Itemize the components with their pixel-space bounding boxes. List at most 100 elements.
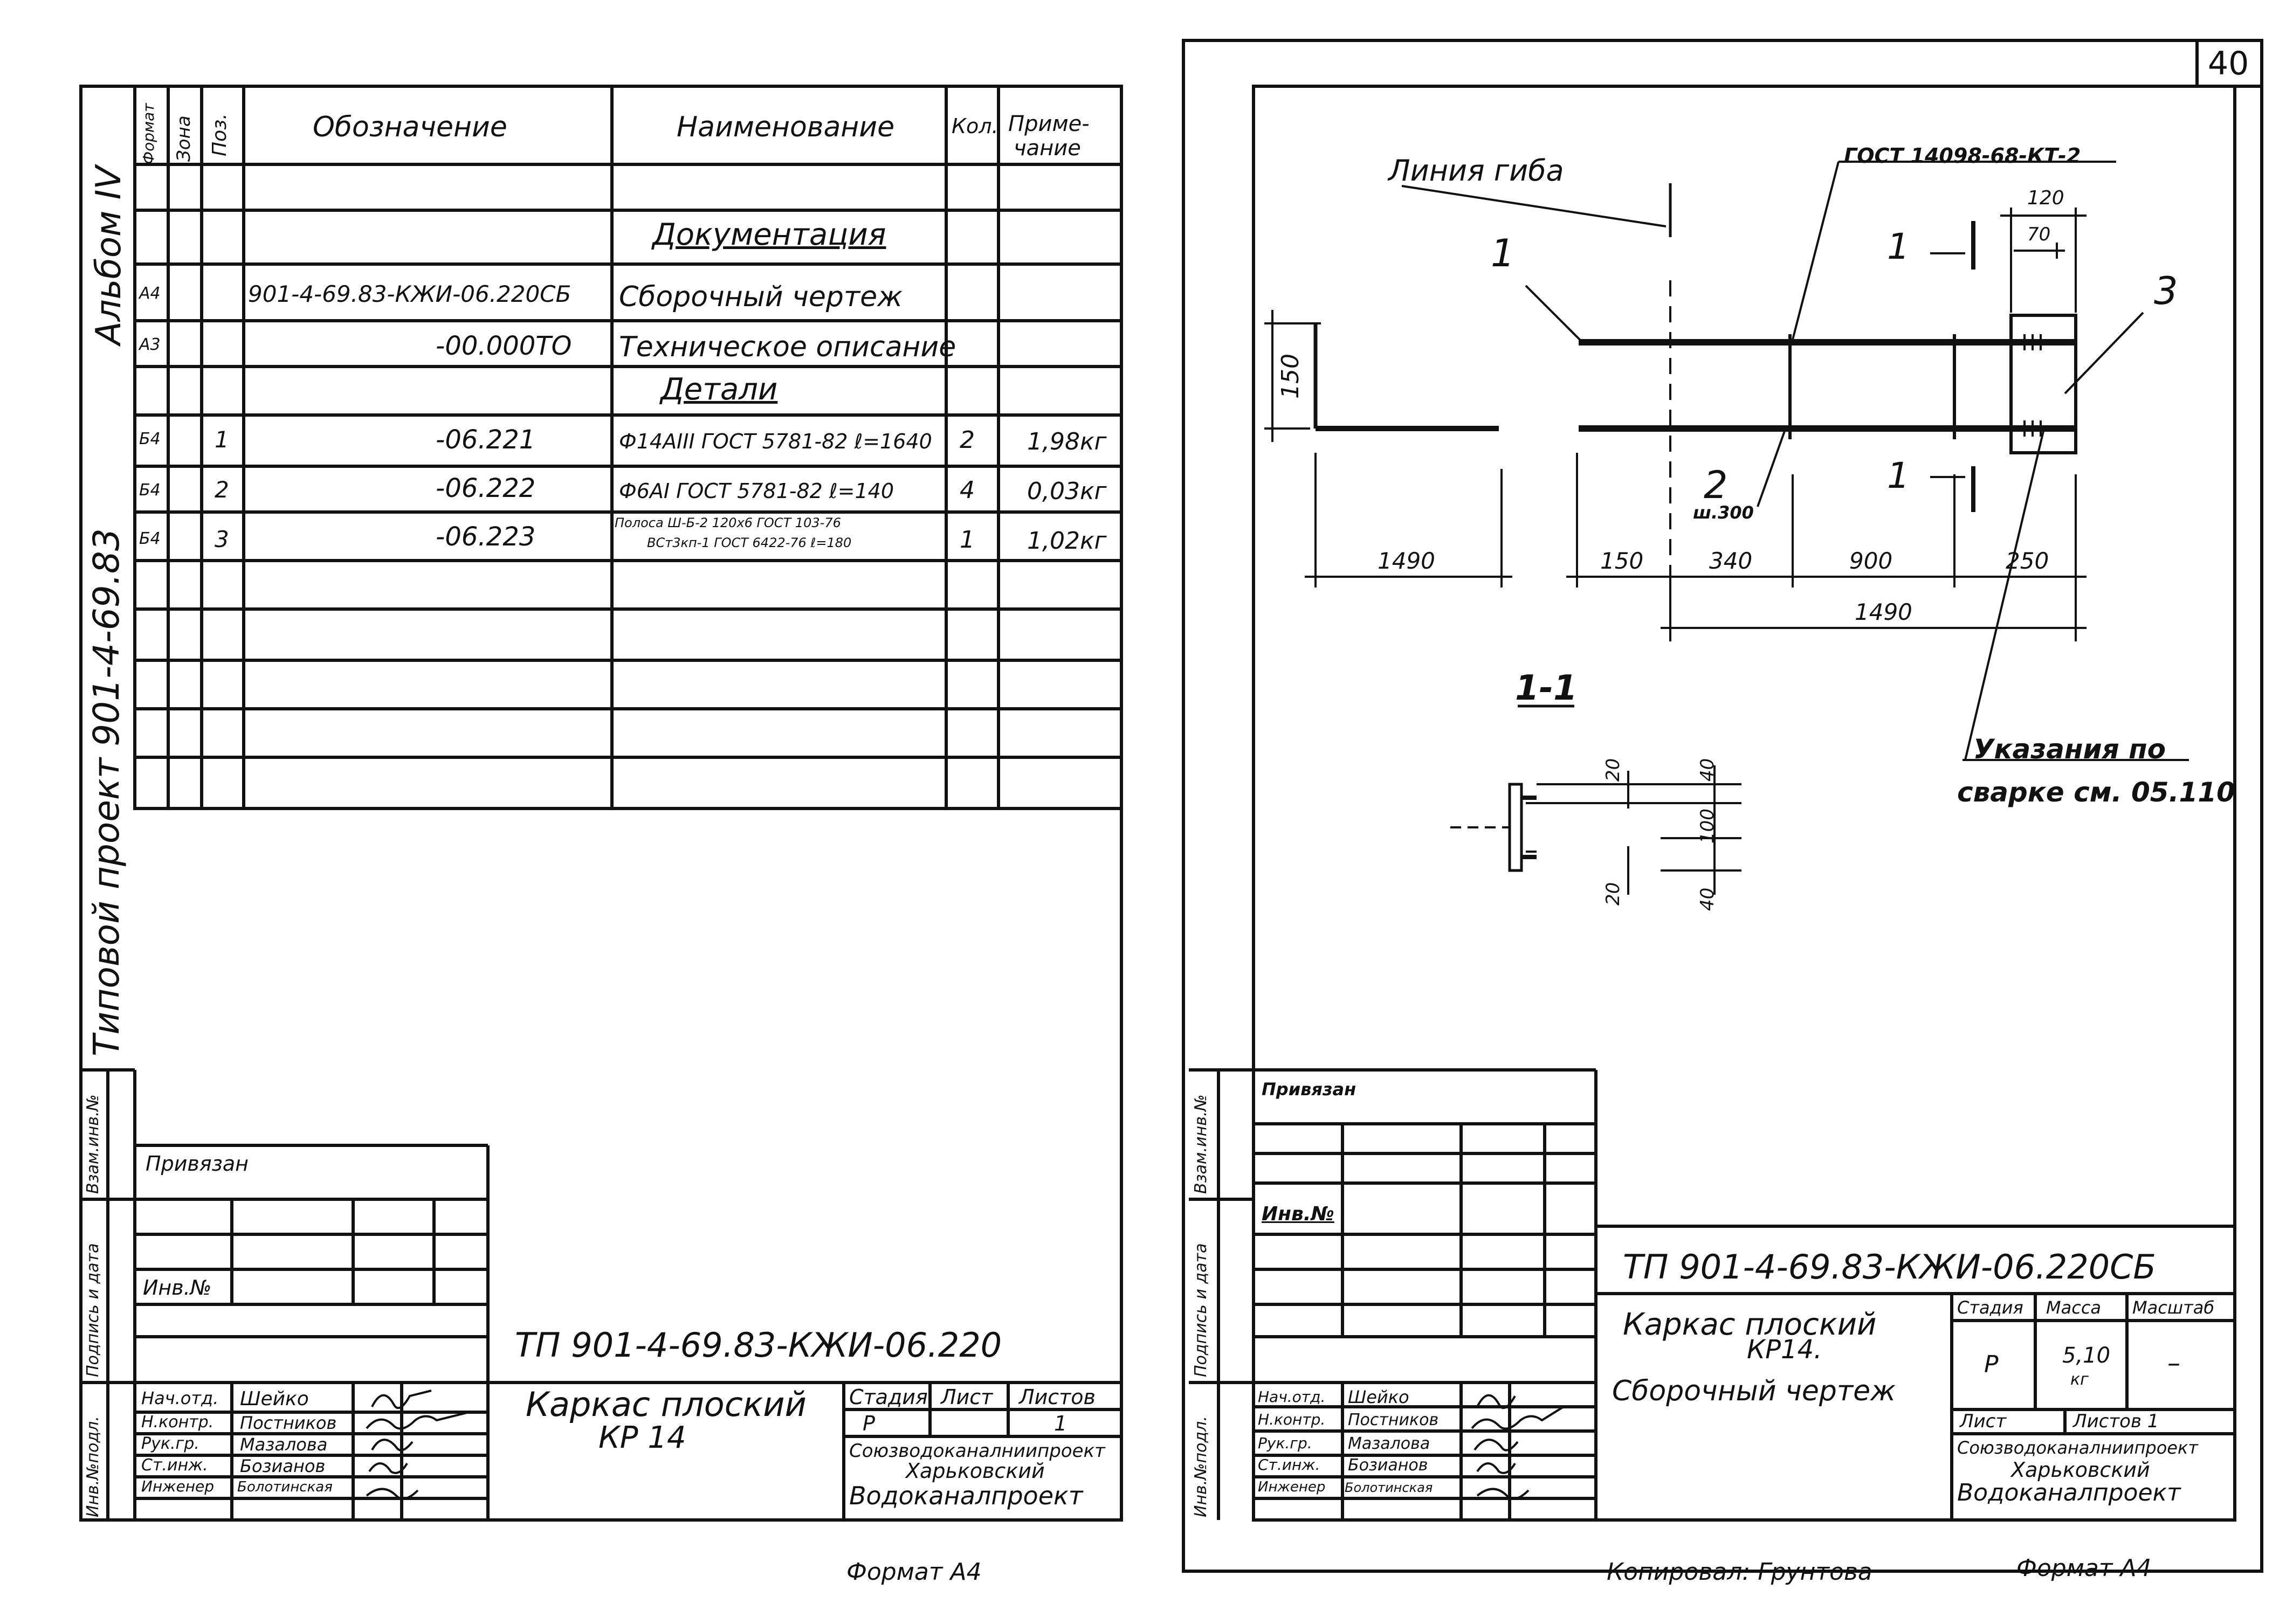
dim-1490-left: 1490 <box>1378 548 1435 574</box>
left-org-1: Союзводоканалниипроект <box>849 1440 1105 1462</box>
left-title-2: КР 14 <box>598 1420 686 1455</box>
welding-note-1: Указания по <box>1973 734 2166 765</box>
row-4-format: Б4 <box>139 481 161 500</box>
right-side-label-podpis: Подпись и дата <box>1192 1243 1210 1378</box>
left-person-1-role: Нач.отд. <box>141 1388 219 1408</box>
row-4-note: 0,03кг <box>1027 478 1107 505</box>
left-person-4-name: Бозианов <box>240 1456 326 1476</box>
sec-dim-40-top: 40 <box>1697 758 1718 782</box>
left-person-3-role: Рук.гр. <box>141 1434 199 1453</box>
section-documentation: Документация <box>652 217 886 252</box>
section-label: 1-1 <box>1515 668 1578 708</box>
row-5-name-top: Полоса Ш-Б-2 120х6 ГОСТ 103-76 <box>615 515 841 530</box>
left-person-5-name: Болотинская <box>237 1479 333 1495</box>
sec-dim-20-bottom: 20 <box>1602 882 1624 906</box>
spec-header-name: Наименование <box>677 111 895 143</box>
dim-150-vertical: 150 <box>1277 354 1304 399</box>
spec-header-note-1: Приме- <box>1008 112 1090 136</box>
dim-340: 340 <box>1709 548 1753 574</box>
row-3-name: Ф14АIII ГОСТ 5781-82 ℓ=1640 <box>619 430 932 453</box>
left-org-3: Водоканалпроект <box>849 1481 1083 1510</box>
dim-70: 70 <box>2027 224 2051 245</box>
left-inv-no: Инв.№ <box>143 1276 212 1300</box>
row-3-note: 1,98кг <box>1027 428 1107 455</box>
row-2-designation: -00.000ТО <box>436 331 572 361</box>
right-scale-value: – <box>2167 1348 2180 1378</box>
left-person-1-name: Шейко <box>240 1388 309 1410</box>
right-person-1-role: Нач.отд. <box>1258 1388 1326 1406</box>
right-sheets-header: Листов 1 <box>2073 1411 2159 1432</box>
right-side-label-vzam: Взам.инв.№ <box>1192 1094 1210 1194</box>
section-mark-top: 1 <box>1887 226 1910 267</box>
row-3-designation: -06.221 <box>436 425 536 455</box>
right-mass-value: 5,10 <box>2062 1343 2111 1368</box>
row-4-qty: 4 <box>960 476 975 504</box>
right-person-5-role: Инженер <box>1258 1479 1326 1495</box>
row-5-qty: 1 <box>960 526 975 554</box>
dim-250: 250 <box>2006 548 2049 574</box>
row-4-pos: 2 <box>215 476 229 503</box>
row-5-designation: -06.223 <box>436 522 536 552</box>
copied-by: Копировал: Грунтова <box>1607 1558 1872 1586</box>
right-title-3: Сборочный чертеж <box>1612 1375 1896 1407</box>
row-3-qty: 2 <box>960 426 975 454</box>
right-org-1: Союзводоканалниипроект <box>1957 1438 2198 1458</box>
right-person-2-name: Постников <box>1348 1411 1439 1429</box>
right-mass-header: Масса <box>2046 1297 2102 1318</box>
row-1-name: Сборочный чертеж <box>619 281 903 313</box>
callout-1: 1 <box>1491 231 1515 275</box>
sec-dim-40-bottom: 40 <box>1697 887 1718 911</box>
sec-dim-100: 100 <box>1697 808 1718 844</box>
row-2-format: А3 <box>139 335 161 354</box>
left-doc-code: ТП 901-4-69.83-КЖИ-06.220 <box>515 1325 1002 1365</box>
right-org-2: Харьковский <box>2011 1458 2150 1482</box>
left-sheets-header: Листов <box>1019 1385 1096 1409</box>
right-title-1: Каркас плоский <box>1623 1307 1877 1342</box>
right-person-5-name: Болотинская <box>1345 1480 1433 1495</box>
left-title-1: Каркас плоский <box>526 1385 807 1424</box>
right-person-3-role: Рук.гр. <box>1258 1434 1312 1452</box>
spec-header-format: Формат <box>140 103 157 164</box>
right-privyazan: Привязан <box>1262 1079 1356 1100</box>
left-org-2: Харьковский <box>906 1459 1045 1483</box>
side-label-vzam: Взам.инв.№ <box>84 1094 102 1194</box>
welding-note-2: сварке см. 05.110 <box>1957 777 2235 808</box>
project-label: Типовой проект 901-4-69.83 <box>86 528 127 1056</box>
row-1-format: А4 <box>139 284 161 303</box>
left-stage-value: Р <box>863 1412 875 1435</box>
dim-150: 150 <box>1600 548 1644 574</box>
row-5-format: Б4 <box>139 529 161 548</box>
left-sheets-value: 1 <box>1054 1412 1068 1435</box>
right-inv-no: Инв.№ <box>1262 1203 1334 1225</box>
dim-900: 900 <box>1849 548 1893 574</box>
right-person-4-name: Бозианов <box>1348 1456 1428 1475</box>
right-org-3: Водоканалпроект <box>1957 1479 2181 1506</box>
left-privyazan: Привязан <box>146 1152 249 1176</box>
right-doc-code: ТП 901-4-69.83-КЖИ-06.220СБ <box>1623 1247 2156 1287</box>
row-3-pos: 1 <box>215 426 229 453</box>
spec-header-pos: Поз. <box>209 113 231 156</box>
bend-line-label: Линия гиба <box>1388 154 1564 188</box>
right-stage-value: Р <box>1984 1351 1999 1378</box>
side-label-podpis: Подпись и дата <box>84 1243 102 1378</box>
row-5-note: 1,02кг <box>1027 527 1107 555</box>
left-person-3-name: Мазалова <box>240 1434 328 1455</box>
right-person-3-name: Мазалова <box>1348 1434 1430 1453</box>
callout-3: 3 <box>2154 269 2178 313</box>
row-1-designation: 901-4-69.83-КЖИ-06.220СБ <box>248 281 571 307</box>
spec-header-qty: Кол. <box>952 114 999 138</box>
sec-dim-20-top: 20 <box>1602 758 1624 782</box>
right-side-label-inv: Инв.№подл. <box>1192 1416 1210 1517</box>
frame-drawing <box>1264 161 2189 895</box>
left-person-2-role: Н.контр. <box>141 1413 214 1432</box>
row-4-name: Ф6АI ГОСТ 5781-82 ℓ=140 <box>619 479 894 503</box>
right-person-4-role: Ст.инж. <box>1258 1456 1320 1474</box>
callout-2-sub: ш.300 <box>1693 502 1754 523</box>
callout-2: 2 <box>1704 463 1728 507</box>
left-person-5-role: Инженер <box>141 1477 215 1495</box>
section-details: Детали <box>660 372 778 407</box>
left-person-2-name: Постников <box>240 1413 337 1433</box>
dim-1490-right: 1490 <box>1855 599 1912 625</box>
right-person-2-role: Н.контр. <box>1258 1411 1326 1428</box>
